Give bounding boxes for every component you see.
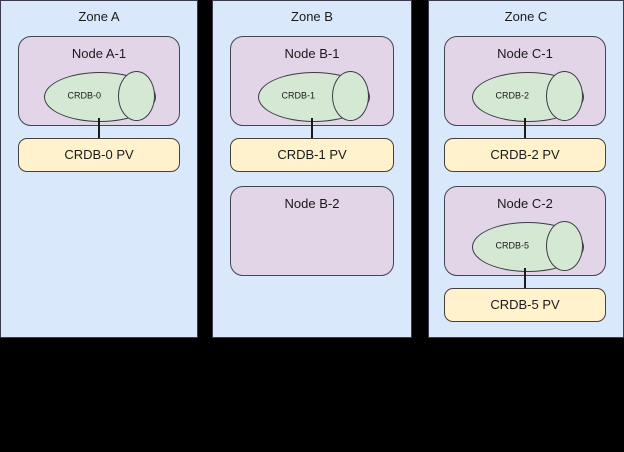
database-cylinder-crdb-5: CRDB-5 — [472, 221, 584, 272]
node-title: Node C-1 — [497, 46, 553, 61]
connector-line-conn-crdb-1 — [311, 118, 313, 140]
persistent-volume-crdb-0-pv: CRDB-0 PV — [18, 138, 180, 172]
node-title: Node C-2 — [497, 196, 553, 211]
connector-line-conn-crdb-2 — [524, 118, 526, 140]
cylinder-end-cap — [117, 71, 155, 121]
persistent-volume-crdb-1-pv: CRDB-1 PV — [230, 138, 394, 172]
persistent-volume-label: CRDB-5 PV — [490, 297, 560, 312]
node-box-node-b-2: Node B-2 — [230, 186, 394, 276]
database-label: CRDB-0 — [67, 90, 102, 101]
persistent-volume-label: CRDB-2 PV — [490, 147, 560, 162]
zone-title: Zone C — [504, 9, 548, 24]
database-label: CRDB-5 — [495, 240, 530, 251]
database-cylinder-crdb-1: CRDB-1 — [258, 71, 370, 122]
cylinder-end-cap — [331, 71, 369, 121]
zone-title: Zone A — [78, 9, 120, 24]
database-label: CRDB-1 — [281, 90, 316, 101]
persistent-volume-crdb-2-pv: CRDB-2 PV — [444, 138, 606, 172]
node-title: Node B-2 — [284, 196, 340, 211]
persistent-volume-crdb-5-pv: CRDB-5 PV — [444, 288, 606, 322]
database-cylinder-crdb-0: CRDB-0 — [44, 71, 156, 122]
database-cylinder-crdb-2: CRDB-2 — [472, 71, 584, 122]
cylinder-end-cap — [545, 71, 583, 121]
cylinder-end-cap — [545, 221, 583, 271]
node-title: Node B-1 — [284, 46, 340, 61]
zone-title: Zone B — [291, 9, 333, 24]
connector-line-conn-crdb-0 — [98, 118, 100, 140]
node-title: Node A-1 — [71, 46, 127, 61]
connector-line-conn-crdb-5 — [524, 268, 526, 290]
database-label: CRDB-2 — [495, 90, 530, 101]
persistent-volume-label: CRDB-0 PV — [64, 147, 134, 162]
persistent-volume-label: CRDB-1 PV — [277, 147, 347, 162]
